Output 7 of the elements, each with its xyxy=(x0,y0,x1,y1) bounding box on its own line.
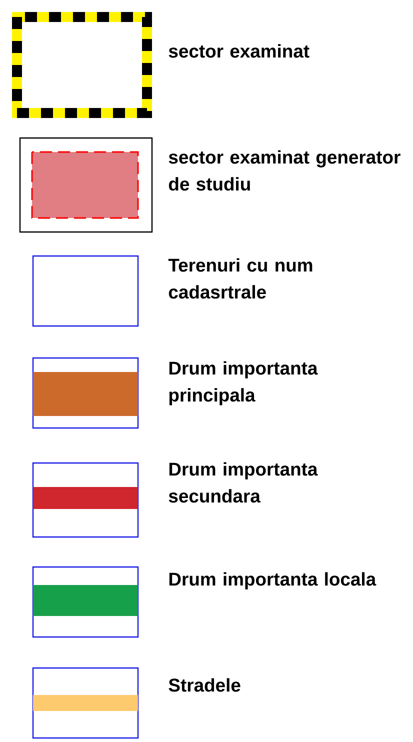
legend-label: sector examinat xyxy=(168,44,310,58)
legend-label: Drum importanta principala xyxy=(169,361,318,406)
legend-label: Drum importanta secundara xyxy=(168,462,318,503)
legend-label: sector examinat generator de studiu xyxy=(168,150,400,191)
legend-label: Drum importanta locala xyxy=(169,572,376,590)
legend-label: Stradele xyxy=(168,678,240,692)
legend-label: Terenuri cu num cadasrtrale xyxy=(168,258,312,299)
